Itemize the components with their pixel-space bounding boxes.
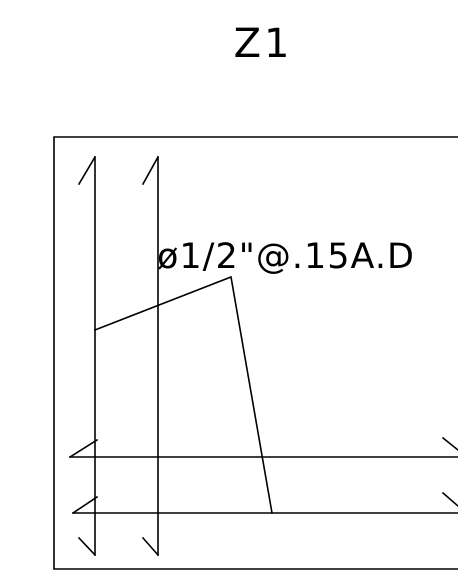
rebar-annotation: ø1/2"@.15A.D — [157, 237, 415, 277]
column-bar-left — [77, 155, 97, 557]
bottom-bar-lower — [71, 491, 458, 515]
detail-title: Z1 — [234, 21, 293, 67]
footing-outline — [53, 136, 458, 570]
bottom-bar-upper — [68, 436, 458, 459]
annotation-leader-line — [93, 275, 273, 514]
column-bar-right — [141, 155, 160, 557]
